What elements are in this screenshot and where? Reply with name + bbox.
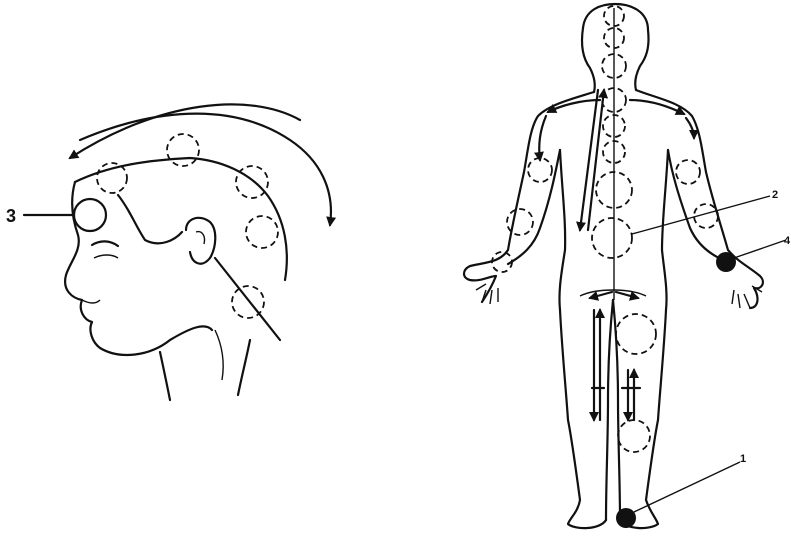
label-1: 1 <box>740 453 746 465</box>
spine-points <box>592 6 632 258</box>
wrist-solid-point <box>716 252 736 272</box>
head-profile <box>65 158 287 400</box>
label-4-leader <box>734 240 786 258</box>
head-flow-arrows <box>70 104 331 225</box>
label-2-leader <box>632 196 770 234</box>
label-2: 2 <box>772 189 778 201</box>
label-3: 3 <box>6 206 16 226</box>
head-points <box>74 134 278 318</box>
heel-solid-point <box>616 508 636 528</box>
label-4: 4 <box>784 235 791 247</box>
head-solid-point <box>74 199 106 231</box>
